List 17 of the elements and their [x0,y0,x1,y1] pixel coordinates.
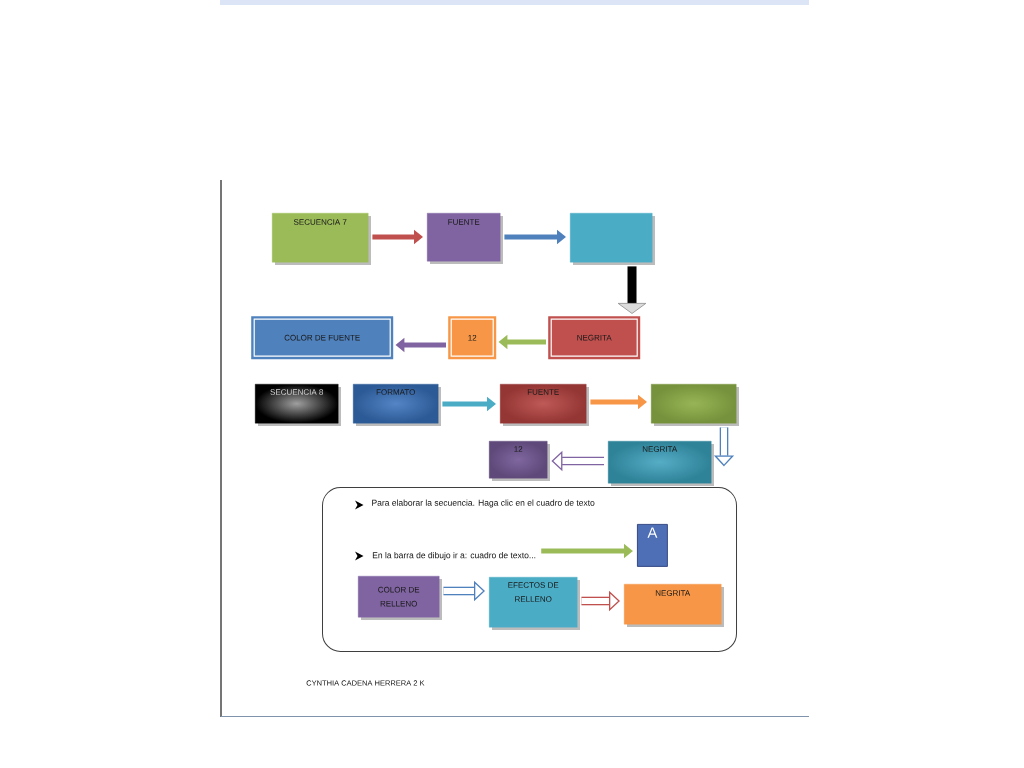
process-box: NEGRITA [608,441,714,486]
process-box: COLOR DE RELLENO [358,576,442,620]
process-box: 12 [489,441,550,481]
process-box: NEGRITA [624,584,724,627]
process-box: EFECTOS DE RELLENO [489,577,580,630]
process-box: SECUENCIA 8 [255,384,341,426]
instruction-text: En la barra de dibujo ir a: cuadro de texto... [372,552,536,560]
process-box [570,213,655,265]
process-box: FUENTE [500,384,589,426]
process-box: NEGRITA [548,316,641,360]
process-box: FORMATO [353,384,441,426]
block-arrow [617,266,647,314]
process-box: FUENTE [427,213,503,264]
process-box [651,384,739,426]
process-box: COLOR DE FUENTE [251,316,394,360]
process-box: SECUENCIA 7 [272,213,371,265]
process-box: 12 [448,316,497,360]
